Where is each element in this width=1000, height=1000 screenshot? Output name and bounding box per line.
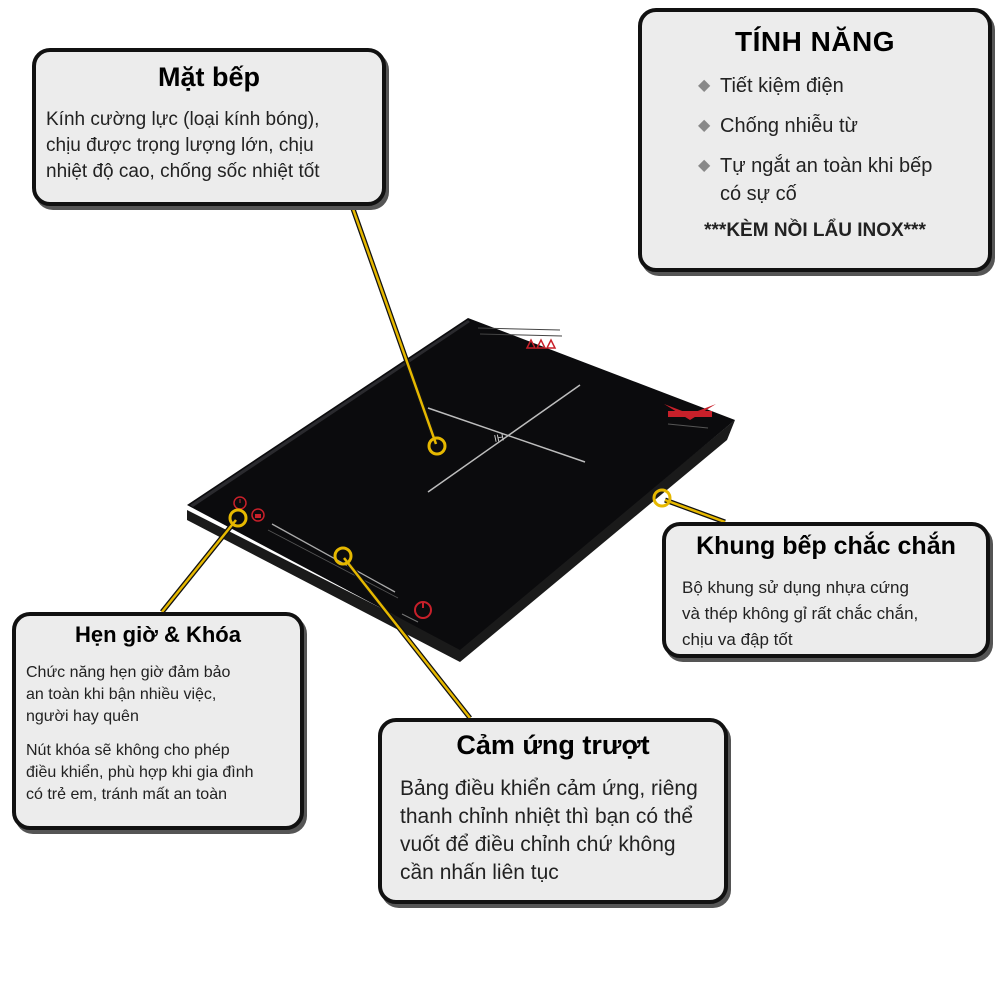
temperature-slider	[271, 523, 396, 593]
callout-text: Chức năng hẹn giờ đảm bảo an toàn khi bậ…	[26, 664, 231, 725]
callout-khung-bep: Khung bếp chắc chắn Bộ khung sử dụng nhự…	[662, 522, 990, 658]
cooktop-cross-line	[427, 407, 586, 463]
callout-text: Bảng điều khiển cảm ứng, riêng thanh chỉ…	[400, 777, 698, 884]
warning-icon	[477, 327, 563, 349]
diamond-icon: ◆	[698, 157, 711, 174]
callout-cam-ung-truot: Cảm ứng trượt Bảng điều khiển cảm ứng, r…	[378, 718, 728, 904]
callout-title: Khung bếp chắc chắn	[696, 532, 956, 560]
callout-marker-mat-bep	[427, 436, 447, 456]
callout-mat-bep: Mặt bếp Kính cường lực (loại kính bóng),…	[32, 48, 386, 206]
callout-title: Cảm ứng trượt	[456, 730, 650, 760]
power-icon	[401, 601, 432, 623]
cooktop-ih-mark: IH	[493, 432, 505, 445]
cooktop-cross-line	[427, 384, 581, 493]
callout-marker-hen-gio	[228, 508, 248, 528]
callout-text: Bộ khung sử dụng nhựa cứng và thép không…	[682, 578, 919, 649]
callout-marker-khung	[652, 488, 672, 508]
features-list: ◆ Tiết kiệm điện ◆ Chống nhiễu từ ◆ Tự n…	[698, 72, 988, 208]
features-title: TÍNH NĂNG	[734, 26, 896, 57]
lock-icon	[251, 508, 265, 522]
callout-text: Nút khóa sẽ không cho phép điều khiển, p…	[26, 742, 254, 803]
list-item: ◆ Chống nhiễu từ	[698, 112, 988, 140]
callout-hen-gio-khoa: Hẹn giờ & Khóa Chức năng hẹn giờ đảm bảo…	[12, 612, 304, 830]
diamond-icon: ◆	[698, 77, 711, 94]
callout-leaders	[160, 205, 726, 720]
callout-marker-cam-ung	[333, 546, 353, 566]
callout-text: Kính cường lực (loại kính bóng), chịu đư…	[46, 109, 320, 182]
brand-logo-icon	[664, 404, 716, 429]
features-panel: TÍNH NĂNG ◆ Tiết kiệm điện ◆ Chống nhiễu…	[638, 8, 992, 272]
features-note: ***KÈM NỒI LẨU INOX***	[704, 220, 926, 241]
diamond-icon: ◆	[698, 117, 711, 134]
callout-title: Hẹn giờ & Khóa	[75, 622, 241, 647]
list-item: ◆ Tiết kiệm điện	[698, 72, 988, 100]
list-item: ◆ Tự ngắt an toàn khi bếp có sự cố	[698, 152, 988, 208]
callout-title: Mặt bếp	[157, 62, 260, 92]
cooktop-glass	[187, 318, 735, 650]
